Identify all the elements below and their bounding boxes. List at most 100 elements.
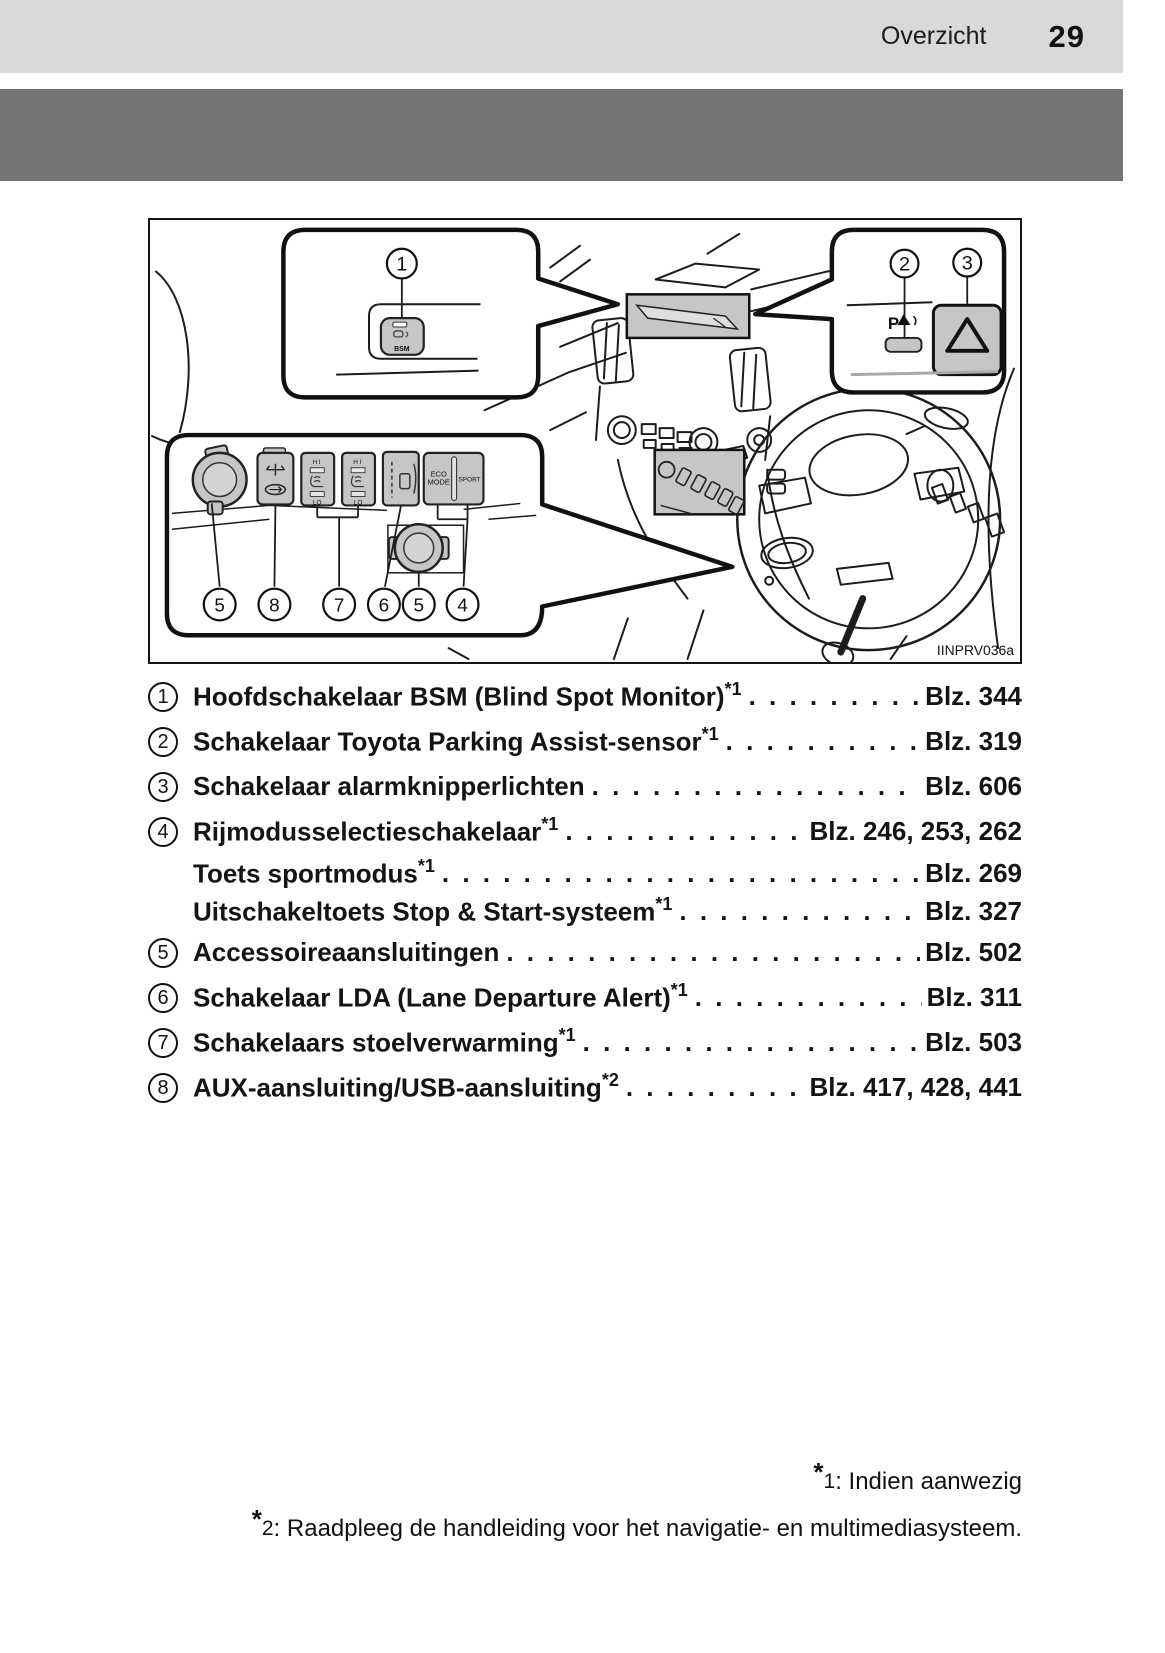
page-reference: Blz. 606	[925, 771, 1022, 801]
page-reference: Blz. 344	[925, 681, 1022, 711]
console-power-outlet-icon	[387, 523, 450, 574]
bsm-switch-icon: BSM	[379, 317, 425, 356]
section-title: Overzicht	[880, 22, 987, 50]
cup-holder	[760, 536, 814, 570]
page-reference: Blz. 311	[926, 982, 1022, 1012]
item-number: 6	[148, 982, 178, 1013]
list-item: 1 Hoofdschakelaar BSM (Blind Spot Monito…	[148, 674, 1022, 719]
steering-wheel	[694, 387, 1002, 652]
page-reference: Blz. 319	[925, 726, 1022, 756]
door-panel	[905, 367, 1016, 650]
power-outlet-icon	[191, 444, 248, 516]
dot-leader	[592, 771, 921, 802]
callout-2-circle	[889, 248, 920, 279]
bsm-callout-bubble	[281, 227, 621, 400]
parking-sensor-button	[884, 336, 923, 353]
hazard-bubble-contents: P 2 3	[846, 247, 1003, 377]
svg-text:BSM: BSM	[394, 346, 410, 353]
item-label: Rijmodusselectieschakelaar*1	[193, 814, 559, 847]
dot-leader	[726, 726, 921, 757]
callout-3-circle	[952, 247, 983, 278]
list-subitem: Uitschakeltoets Stop & Start-systeem*1 B…	[148, 892, 1022, 930]
list-item: 4 Rijmodusselectieschakelaar*1 Blz. 246,…	[148, 809, 1022, 854]
callout-8: 8	[269, 594, 280, 615]
page-reference: Blz. 246, 253, 262	[809, 816, 1022, 846]
item-label: Uitschakeltoets Stop & Start-systeem*1	[193, 893, 673, 927]
dot-leader	[679, 896, 920, 927]
list-item: 3 Schakelaar alarmknipperlichten Blz. 60…	[148, 764, 1022, 809]
item-label: Accessoireaansluitingen	[193, 937, 500, 967]
footnote-text: : Indien aanwezig	[835, 1468, 1022, 1495]
footnotes: *1: Indien aanwezig *2: Raadpleeg de han…	[251, 1457, 1022, 1552]
svg-text:HI: HI	[353, 459, 362, 466]
parking-sensor-label: P	[888, 314, 899, 333]
item-number: 4	[148, 816, 178, 847]
callout-connectors	[210, 503, 469, 587]
asterisk-marker: *	[813, 1457, 824, 1487]
callout-2: 2	[899, 254, 910, 276]
page-number: 29	[1048, 18, 1085, 54]
footnote-marker: *1	[541, 814, 559, 835]
dashboard-line-art: BSM 1 P 2 3	[150, 227, 1016, 662]
dot-leader	[695, 982, 922, 1013]
footnote-text: : Raadpleeg de handleiding voor het navi…	[273, 1515, 1022, 1542]
asterisk-marker: *	[251, 1504, 262, 1534]
aux-usb-port-icon	[256, 447, 295, 506]
svg-text:SPORT: SPORT	[458, 477, 480, 484]
switch-index-list: 1 Hoofdschakelaar BSM (Blind Spot Monito…	[148, 674, 1022, 1110]
svg-text:LO: LO	[354, 499, 363, 506]
list-item: 2 Schakelaar Toyota Parking Assist-senso…	[148, 719, 1022, 764]
item-number: 1	[148, 681, 178, 712]
wheel-switch-inset	[653, 448, 746, 516]
left-vent-icon	[591, 317, 635, 385]
shift-lever	[821, 595, 867, 662]
list-subitem: Toets sportmodus*1 Blz. 269	[148, 854, 1022, 892]
list-item: 6 Schakelaar LDA (Lane Departure Alert)*…	[148, 975, 1022, 1020]
footnote-1: *1: Indien aanwezig	[813, 1457, 1022, 1495]
item-label: Hoofdschakelaar BSM (Blind Spot Monitor)…	[193, 679, 742, 712]
callout-6: 6	[379, 594, 390, 615]
footnote-marker: *1	[655, 893, 673, 914]
item-label: Schakelaar Toyota Parking Assist-sensor*…	[193, 724, 719, 757]
page-reference: Blz. 503	[925, 1027, 1022, 1057]
seat-heater-switch-left: HI LO	[300, 451, 336, 507]
dot-leader	[442, 858, 920, 889]
footnote-marker: *1	[670, 980, 688, 1001]
parking-sensor-wave-icon	[897, 314, 917, 326]
page-reference: Blz. 417, 428, 441	[809, 1072, 1022, 1102]
item-label: Schakelaar LDA (Lane Departure Alert)*1	[193, 980, 688, 1013]
list-item: 5 Accessoireaansluitingen Blz. 502	[148, 930, 1022, 975]
callout-5b: 5	[414, 594, 425, 615]
item-label: Schakelaar alarmknipperlichten	[193, 771, 585, 801]
item-number: 2	[148, 726, 178, 757]
item-label: AUX-aansluiting/USB-aansluiting*2	[193, 1070, 619, 1103]
seat-heater-switch-right: HI LO	[341, 451, 377, 507]
svg-text:MODE: MODE	[427, 478, 449, 487]
svg-text:HI: HI	[313, 459, 322, 466]
hazard-button	[931, 303, 1003, 377]
lda-switch-icon	[381, 450, 420, 507]
footnote-2: *2: Raadpleeg de handleiding voor het na…	[251, 1504, 1022, 1542]
footnote-marker: *1	[701, 724, 719, 745]
dot-leader	[583, 1027, 921, 1058]
list-item: 7 Schakelaars stoelverwarming*1 Blz. 503	[148, 1020, 1022, 1065]
panel-callout-circles: 5 8 7 6 5 4	[202, 587, 480, 622]
callout-1-circle	[385, 247, 418, 280]
hazard-triangle-icon	[945, 317, 990, 353]
page-reference: Blz. 327	[925, 895, 1022, 926]
list-item: 8 AUX-aansluiting/USB-aansluiting*2 Blz.…	[148, 1065, 1022, 1110]
callout-5a: 5	[214, 594, 225, 615]
right-vent-icon	[728, 346, 772, 413]
screen-inset	[625, 293, 751, 340]
svg-text:LO: LO	[313, 499, 322, 506]
item-number: 8	[148, 1072, 178, 1103]
dot-leader	[506, 937, 920, 968]
callout-1: 1	[396, 254, 407, 276]
figure-id-label: IINPRV036a	[937, 642, 1014, 658]
svg-text:ECO: ECO	[431, 470, 447, 479]
dashboard-diagram: BSM 1 P 2 3	[148, 218, 1022, 664]
callout-3: 3	[962, 253, 973, 275]
switch-panel-contents: HI LO HI LO ECO MODE SPORT	[171, 444, 537, 622]
bsm-bubble-contents: BSM 1	[336, 247, 481, 376]
item-number: 5	[148, 937, 178, 968]
